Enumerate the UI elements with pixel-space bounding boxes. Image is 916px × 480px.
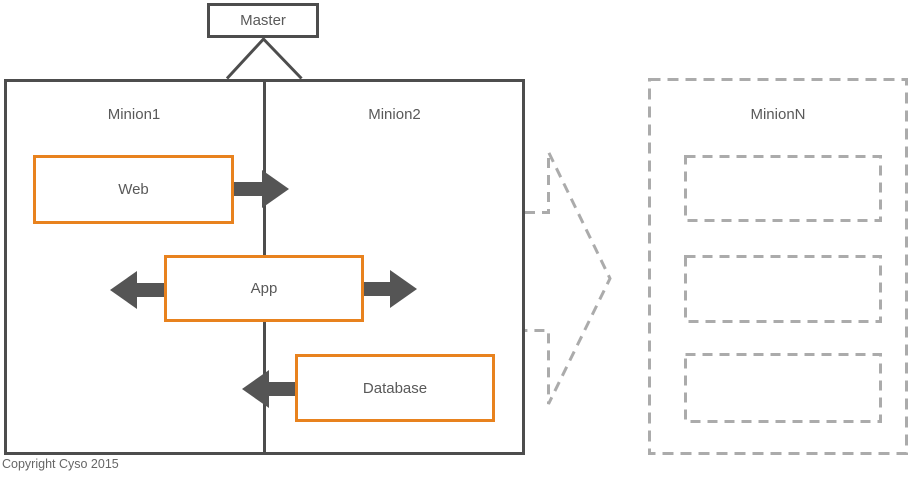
master-label: Master: [240, 12, 286, 29]
minion-n-label: MinionN: [750, 106, 806, 123]
web-service-label: Web: [118, 181, 149, 198]
empty-slot-1-outline: [684, 155, 882, 222]
minion-n-box-outline: [648, 78, 908, 455]
empty-slot-3-outline: [684, 353, 882, 423]
copyright-text: Copyright Cyso 2015: [2, 457, 119, 471]
master-node: Master: [207, 3, 319, 38]
database-service-box: Database: [295, 354, 495, 422]
minion1-label: Minion1: [107, 106, 161, 123]
empty-slot-2-outline: [684, 255, 882, 323]
scale-out-dashed-arrow-icon: [525, 151, 612, 405]
minion2-label: Minion2: [368, 106, 421, 123]
app-service-label: App: [250, 280, 278, 297]
master-connector: [225, 36, 303, 80]
database-service-label: Database: [362, 379, 428, 397]
app-service-box: App: [164, 255, 364, 322]
web-service-box: Web: [33, 155, 234, 224]
